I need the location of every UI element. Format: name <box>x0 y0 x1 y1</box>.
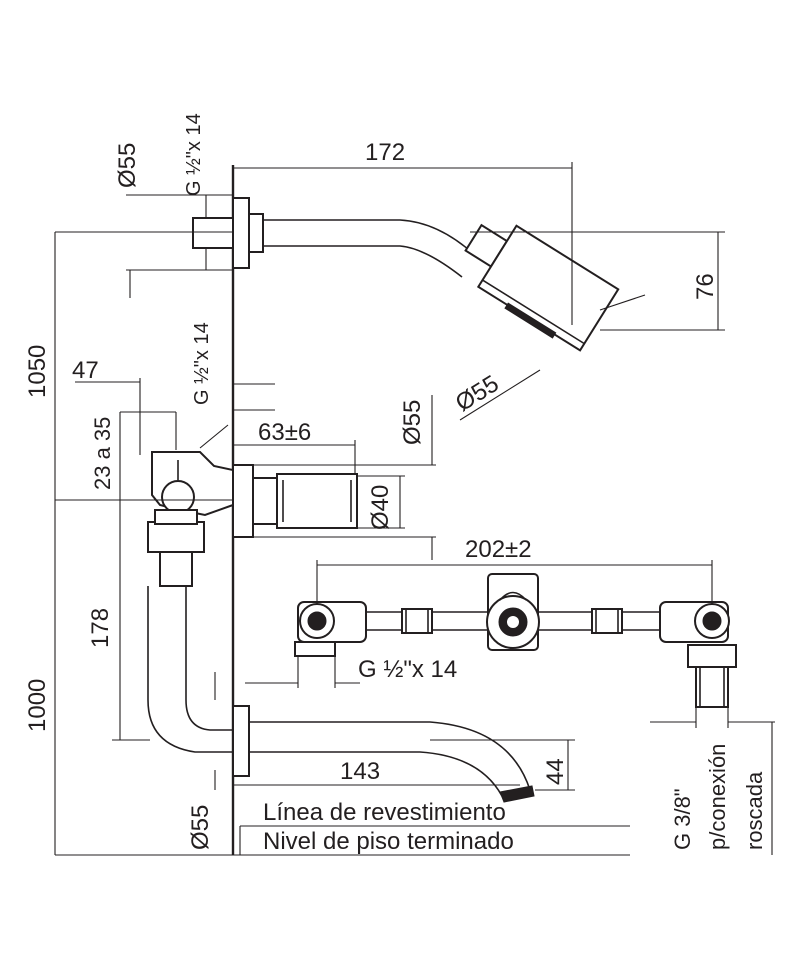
label-nivel-piso: Nivel de piso terminado <box>263 828 514 855</box>
label-178: 178 <box>87 608 114 648</box>
top-inlet-nipple <box>192 217 234 249</box>
dim-63: 63±6 <box>233 419 356 474</box>
label-23a35: 23 a 35 <box>90 417 115 490</box>
label-linea-revestimiento: Línea de revestimiento <box>263 799 506 826</box>
shower-arm-upper <box>263 219 479 259</box>
spout-lower <box>249 751 503 797</box>
label-thread-top: G ½"x 14 <box>183 113 205 196</box>
dim-1050: 1050 <box>24 231 233 500</box>
label-dia55-top: Ø55 <box>114 143 141 188</box>
label-143: 143 <box>340 758 380 785</box>
dim-172: 172 <box>233 139 573 325</box>
label-pconexion: p/conexión <box>705 744 730 850</box>
label-thread-mid: G ½"x 14 <box>191 322 213 405</box>
label-63: 63±6 <box>258 419 311 446</box>
label-1050: 1050 <box>24 345 51 398</box>
mid-collar <box>252 477 278 525</box>
shower-arm-assembly <box>192 197 620 352</box>
spout-outlet <box>499 785 535 803</box>
shower-head <box>464 223 620 352</box>
label-dia40: Ø40 <box>367 485 394 530</box>
right-lower-nut <box>687 644 737 668</box>
label-76: 76 <box>692 273 719 300</box>
label-g38: G 3/8" <box>670 788 695 850</box>
dim-47: 47 <box>72 357 275 455</box>
dim-dia55-mid: Ø55 <box>253 395 436 560</box>
label-dia55-mid: Ø55 <box>399 400 426 445</box>
label-thread-valve: G ½"x 14 <box>358 656 457 683</box>
dim-23a35: 23 a 35 <box>90 411 177 500</box>
mid-wall-flange <box>232 464 254 538</box>
left-thread-stub <box>294 641 336 657</box>
label-1000: 1000 <box>24 679 51 732</box>
left-union <box>401 608 433 634</box>
right-threaded-pipe <box>695 666 729 708</box>
valve-manifold <box>294 573 737 708</box>
spout-upper <box>249 721 531 791</box>
dim-76: 76 <box>470 231 725 331</box>
dim-thread-mid: G ½"x 14 <box>191 322 275 449</box>
valve-nut <box>161 480 195 514</box>
pipe-outer <box>147 586 233 753</box>
shower-arm-lower <box>263 245 463 278</box>
label-202: 202±2 <box>465 536 532 563</box>
label-roscada: roscada <box>742 771 767 850</box>
label-dia55-head: Ø55 <box>451 370 504 417</box>
dim-top-thread: Ø55 G ½"x 14 <box>114 113 233 298</box>
side-valve-assembly <box>147 451 358 587</box>
lower-fitting <box>147 521 205 553</box>
dim-178: 178 <box>55 499 233 741</box>
pipe-inner <box>185 586 233 731</box>
label-dia55-bottom: Ø55 <box>187 805 214 850</box>
mid-handle-body <box>276 473 358 529</box>
right-union <box>591 608 623 634</box>
top-arm-collar <box>248 213 264 253</box>
bottom-wall-flange <box>232 705 250 777</box>
dim-g38: G 3/8" p/conexión roscada <box>650 707 775 855</box>
label-47: 47 <box>72 357 99 384</box>
dim-143: 143 <box>214 672 520 786</box>
dim-1000: 1000 <box>24 500 630 856</box>
dim-44: 44 <box>430 739 575 791</box>
bath-spout <box>232 705 535 803</box>
label-44: 44 <box>542 758 569 785</box>
label-172: 172 <box>365 139 405 166</box>
dim-202: 202±2 <box>316 536 713 605</box>
dim-dia55-bottom: Ø55 <box>187 770 216 850</box>
top-wall-flange <box>232 197 250 269</box>
dim-thread-valve: G ½"x 14 <box>245 656 457 688</box>
dim-dia40: Ø40 <box>357 475 405 530</box>
